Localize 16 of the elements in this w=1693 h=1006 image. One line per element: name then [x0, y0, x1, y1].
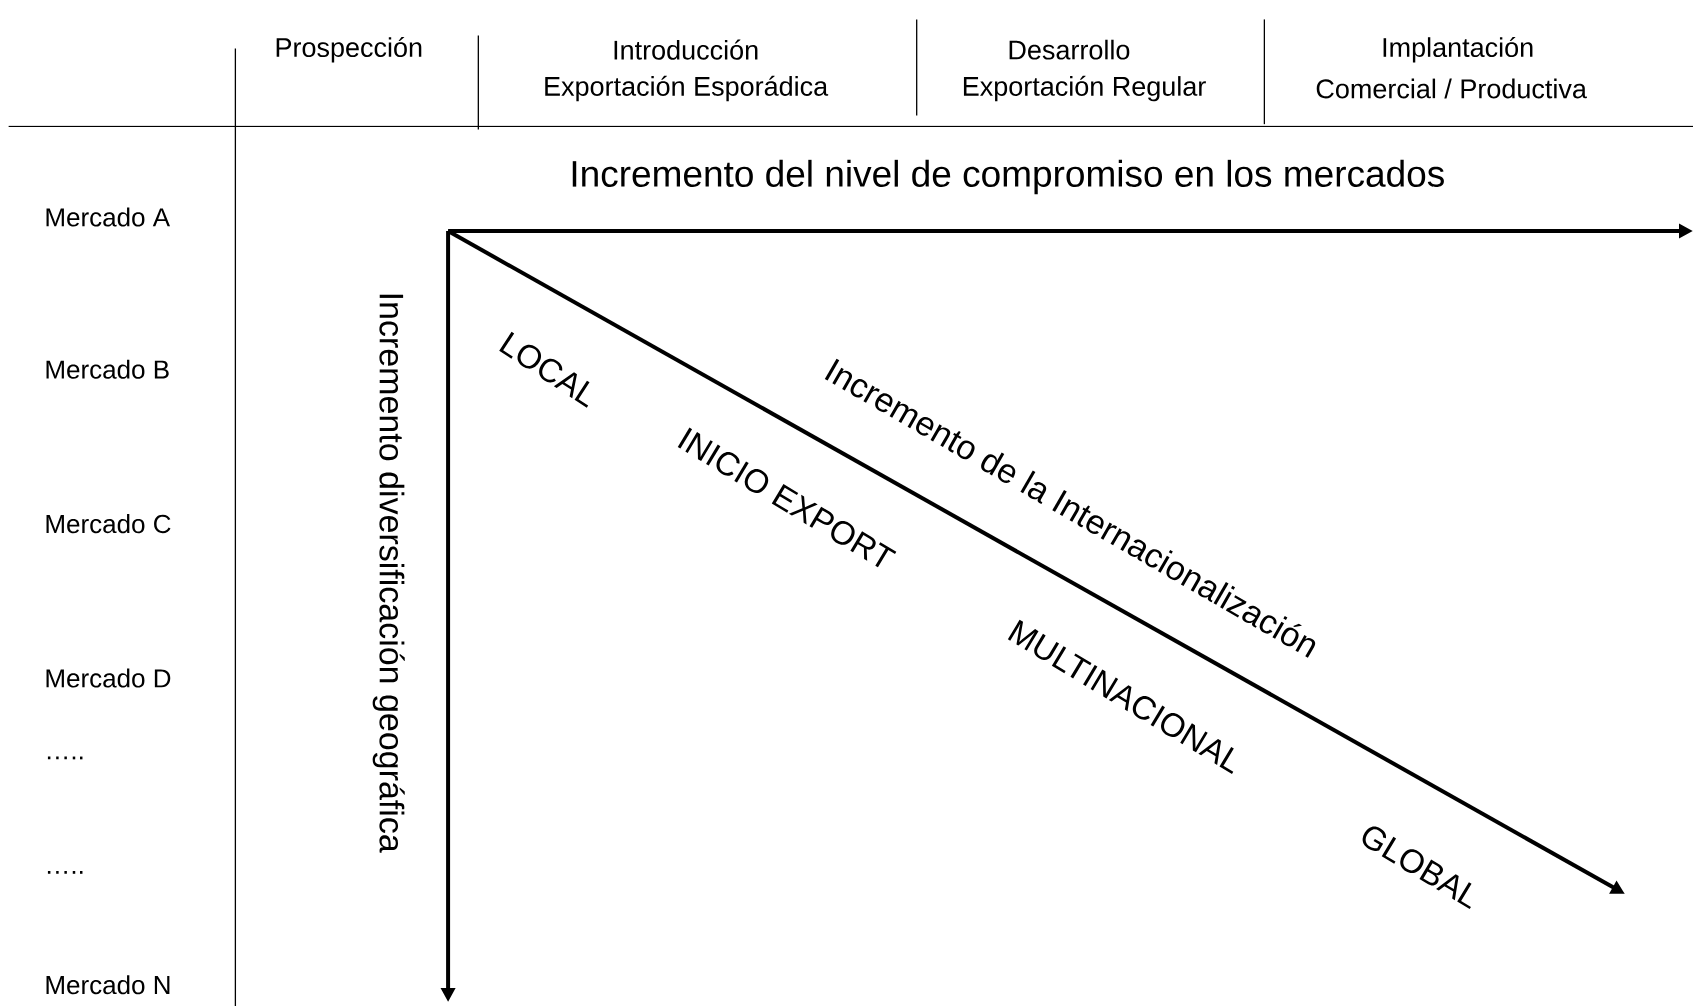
column-header: Comercial / Productiva: [1316, 78, 1587, 99]
row-label: Mercado N: [46, 975, 170, 995]
axis-label: Incremento del nivel de compromiso en los mercados: [572, 159, 1444, 195]
row-label: Mercado A: [46, 207, 171, 227]
axis-label: Incremento diversificación geográfica: [372, 294, 405, 853]
column-header: Prospección: [276, 36, 422, 63]
column-header: Exportación Esporádica: [545, 75, 829, 102]
column-header: Implantación: [1383, 36, 1533, 63]
row-label: …..: [47, 756, 83, 760]
column-header: Desarrollo: [1009, 39, 1130, 60]
column-header: Introducción: [614, 39, 758, 60]
row-label: Mercado D: [46, 668, 171, 688]
row-label: Mercado C: [46, 514, 171, 534]
column-header: Exportación Regular: [963, 75, 1206, 102]
row-label: …..: [47, 871, 83, 874]
row-label: Mercado B: [46, 359, 169, 379]
